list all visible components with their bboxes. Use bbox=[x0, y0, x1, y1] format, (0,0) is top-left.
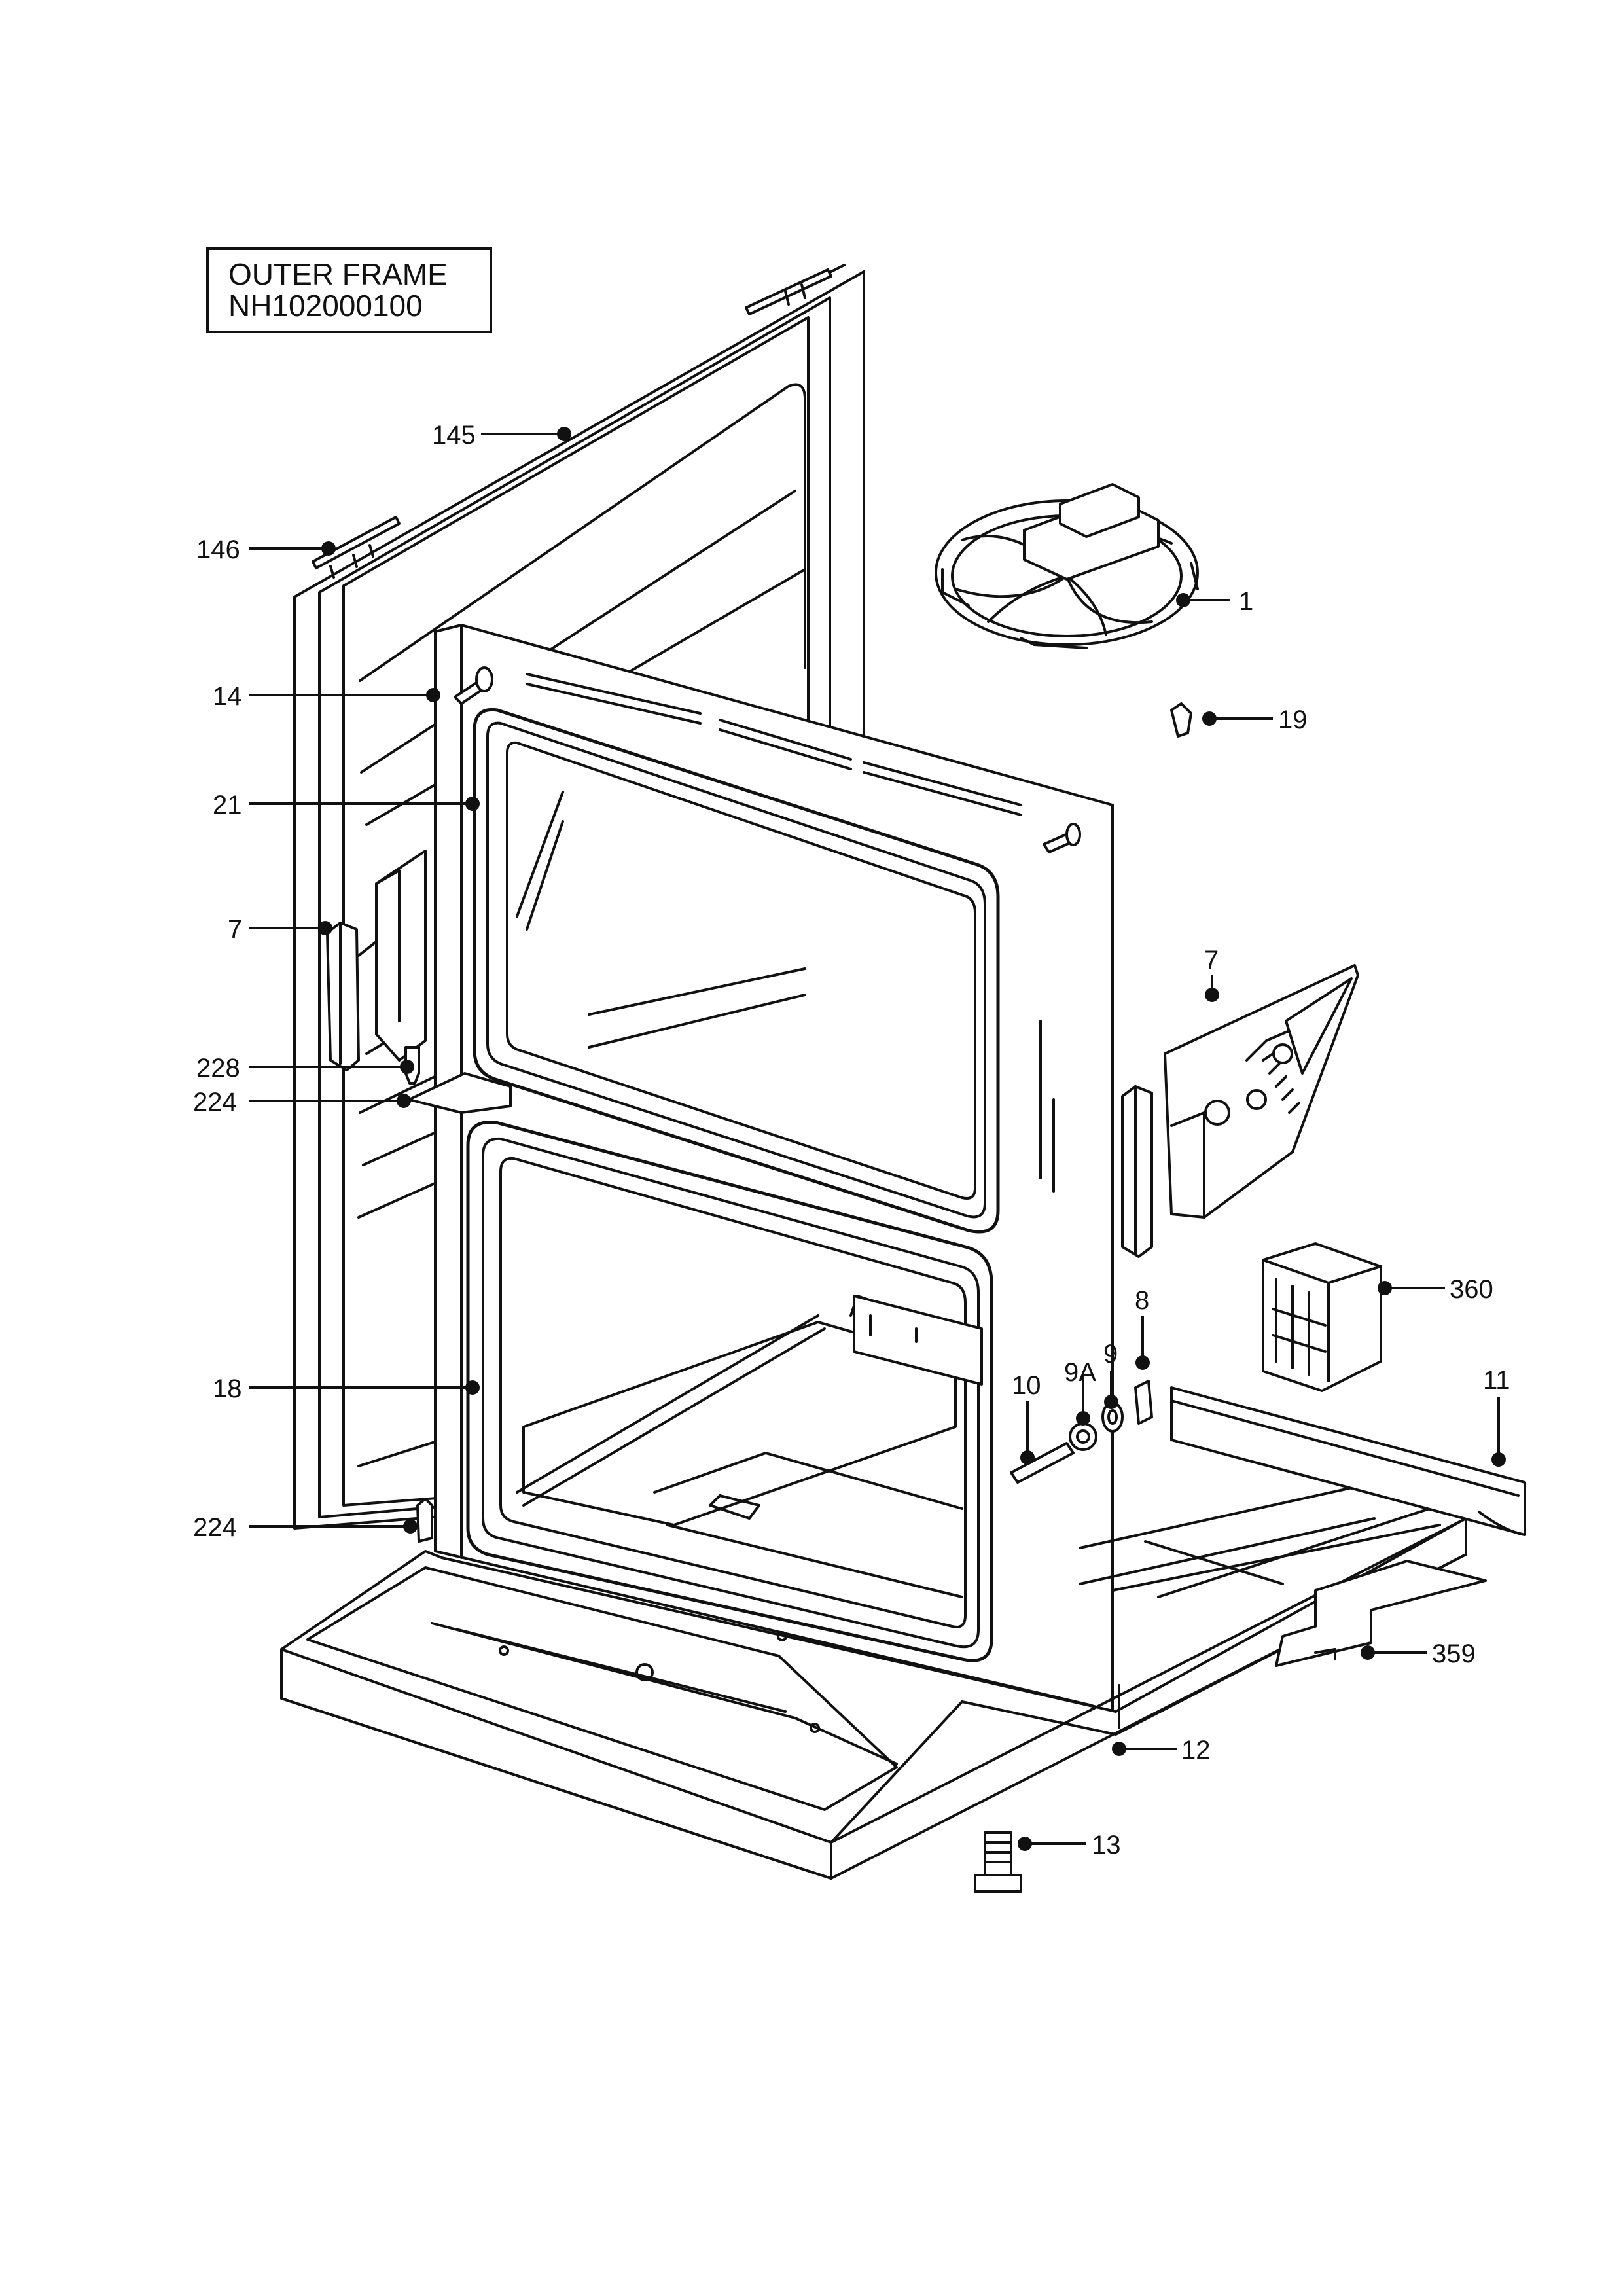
callout-dot bbox=[1202, 711, 1217, 726]
callout-label-9: 9 bbox=[1103, 1340, 1118, 1369]
part-number-text: NH102000100 bbox=[228, 289, 423, 323]
bottom-clip-plate bbox=[1275, 1560, 1487, 1667]
callout-dot bbox=[1076, 1411, 1090, 1426]
bracket-224-upper bbox=[408, 1072, 512, 1114]
callout-label-359: 359 bbox=[1432, 1640, 1476, 1668]
callout-label-14: 14 bbox=[213, 682, 242, 711]
callout-label-9a: 9A bbox=[1064, 1358, 1096, 1387]
pin-224-lower bbox=[416, 1498, 433, 1543]
callout-label-145: 145 bbox=[432, 421, 476, 450]
callout-label-19: 19 bbox=[1278, 706, 1308, 734]
center-bracket-bar bbox=[853, 1295, 983, 1386]
right-hinge bbox=[1121, 964, 1359, 1258]
callout-dot bbox=[465, 1380, 480, 1395]
base-tray bbox=[280, 1471, 1467, 1880]
foot-13 bbox=[974, 1831, 1022, 1893]
callout-dot bbox=[400, 1060, 414, 1074]
clip-19 bbox=[1170, 702, 1192, 738]
callout-label-7-left: 7 bbox=[228, 915, 242, 944]
callout-label-224-upper: 224 bbox=[193, 1088, 237, 1117]
callout-dot bbox=[1018, 1837, 1032, 1851]
callout-dot bbox=[1491, 1452, 1506, 1467]
callout-dot bbox=[1205, 988, 1219, 1002]
screw-14b bbox=[1043, 823, 1081, 853]
callout-label-12: 12 bbox=[1181, 1736, 1211, 1765]
callout-label-10: 10 bbox=[1012, 1371, 1041, 1400]
callout-dot bbox=[1135, 1355, 1150, 1370]
callout-dot bbox=[403, 1519, 418, 1534]
base-hole bbox=[499, 1645, 509, 1656]
callout-dot bbox=[397, 1094, 411, 1108]
base-hole bbox=[810, 1723, 820, 1733]
side-bracket-clip bbox=[312, 516, 401, 579]
terminal-block bbox=[1262, 1242, 1382, 1392]
base-hole bbox=[777, 1631, 787, 1641]
top-bracket-clip bbox=[745, 268, 832, 315]
callout-label-228: 228 bbox=[196, 1054, 240, 1083]
cooling-fan bbox=[935, 483, 1199, 649]
upper-door-seal bbox=[473, 708, 1000, 1234]
callout-label-18: 18 bbox=[213, 1374, 242, 1403]
callout-label-21: 21 bbox=[213, 791, 242, 819]
callout-dot bbox=[426, 688, 440, 702]
callout-dot bbox=[1112, 1742, 1126, 1756]
side-support-bracket bbox=[1170, 1386, 1526, 1536]
callout-label-7-right: 7 bbox=[1204, 946, 1219, 975]
nut-9a bbox=[1069, 1422, 1097, 1451]
lower-door-seal bbox=[466, 1120, 993, 1662]
title-box: OUTER FRAME NH102000100 bbox=[206, 247, 492, 333]
callout-label-360: 360 bbox=[1450, 1275, 1493, 1304]
sleeve-8 bbox=[1134, 1380, 1153, 1425]
callout-label-146: 146 bbox=[196, 535, 240, 564]
callout-label-13: 13 bbox=[1092, 1831, 1121, 1859]
callout-dot bbox=[1020, 1450, 1035, 1465]
callout-dot bbox=[1361, 1645, 1375, 1660]
screw-14 bbox=[454, 666, 493, 705]
callout-dot bbox=[1378, 1281, 1392, 1295]
callout-dot bbox=[1104, 1395, 1118, 1409]
base-hole bbox=[635, 1663, 654, 1681]
callout-dot bbox=[465, 797, 480, 811]
callout-label-224-lower: 224 bbox=[193, 1513, 237, 1542]
lamp-holder-10 bbox=[1010, 1442, 1075, 1484]
left-hinge bbox=[326, 850, 427, 1071]
callout-dot bbox=[557, 427, 571, 441]
title-text: OUTER FRAME bbox=[228, 257, 448, 291]
callout-dot bbox=[321, 541, 336, 556]
callout-label-11: 11 bbox=[1483, 1366, 1510, 1395]
callout-dot bbox=[1176, 593, 1190, 607]
callout-dot bbox=[318, 921, 332, 935]
callout-label-1: 1 bbox=[1239, 587, 1253, 616]
callout-label-8: 8 bbox=[1135, 1286, 1149, 1315]
